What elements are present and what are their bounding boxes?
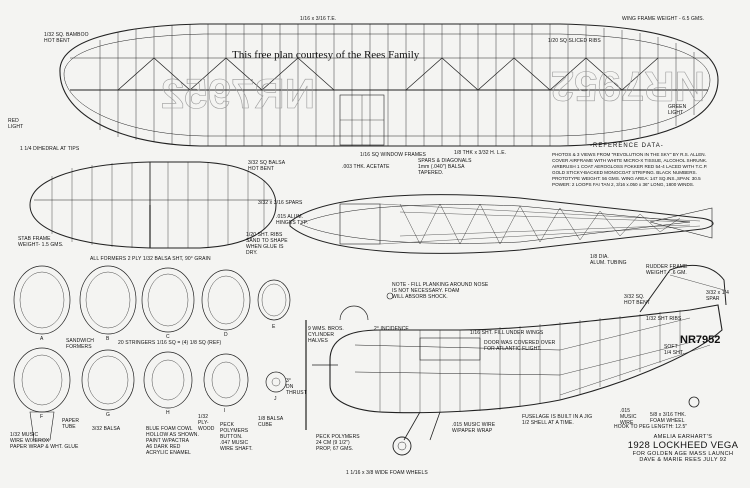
label-green-light: GREEN LIGHT — [668, 104, 687, 116]
former-letter-c: C — [166, 334, 170, 340]
label-sliced-ribs: 1/20 SQ SLICED RIBS — [548, 38, 601, 44]
label-stringers: 20 STRINGERS 1/16 SQ = (4) 1/8 SQ (REF) — [118, 340, 222, 346]
label-bamboo: 1/32 SQ. BAMBOO HOT BENT — [44, 32, 89, 44]
former-letter-e: E — [272, 324, 276, 330]
label-sht-ribs: 1/32 SHT RIBS — [646, 316, 682, 322]
label-red-light: RED LIGHT — [8, 118, 24, 130]
label-foam-wheel: 5/8 x 3/16 THK. FOAM WHEEL — [650, 412, 687, 424]
label-stab-spars: 3/32 x 3/16 SPARS — [258, 200, 303, 206]
title-line-aircraft: 1928 LOCKHEED VEGA — [627, 440, 739, 451]
label-foam-cowl: BLUE FOAM COWL HOLLOW AS SHOWN. PAINT W/… — [146, 426, 199, 456]
label-trailing-edge: 1/16 x 3/16 T.E. — [300, 16, 337, 22]
fuselage-side-view — [305, 264, 727, 456]
label-peck-button: PECK POLYMERS BUTTON. .047 MUSIC WIRE SH… — [220, 422, 253, 452]
label-planking-note: NOTE - FILL PLANKING AROUND NOSE IS NOT … — [392, 282, 489, 300]
label-music-wire-gear: .015 MUSIC WIRE W/PAPER WRAP — [452, 422, 496, 434]
label-music-wire-xerox: 1/32 MUSIC WIRE W/XEROX PAPER WRAP & WHT… — [10, 432, 79, 450]
label-dihedral: 1 1/4 DIHEDRAL AT TIPS — [20, 146, 80, 152]
label-rudder-frame: RUDDER FRAME WEIGHT - .6 GM. — [646, 264, 688, 276]
reference-data-title: -REFERENCE DATA- — [590, 143, 664, 149]
former-letter-h: H — [166, 410, 170, 416]
label-stab-frame: STAB FRAME WEIGHT- 1.5 GMS. — [18, 236, 64, 248]
label-tail-balsa: 3/32 SQ. HOT BENT — [624, 294, 650, 306]
label-music-wire-tail: .015 MUSIC WIRE — [620, 408, 637, 426]
courtesy-caption: This free plan courtesy of the Rees Fami… — [232, 49, 420, 61]
label-fuselage-jig: FUSELAGE IS BUILT IN A JIG 1/2 SHELL AT … — [522, 414, 593, 426]
label-cylinder: 9 WMS. BROS. CYLINDER HALVES — [308, 326, 344, 344]
fuselage-plan-view — [289, 194, 714, 254]
former-letter-j: J — [274, 396, 277, 402]
label-paper-tube: PAPER TUBE — [62, 418, 80, 430]
label-door: DOOR WAS COVERED OVER FOR ATLANTIC FLIGH… — [484, 340, 556, 352]
label-alum-tubing: 1/8 DIA. ALUM. TUBING — [590, 254, 627, 266]
stabilizer-plan-view — [29, 161, 277, 249]
label-peck-polymers-prop: PECK POLYMERS 24 CM (9 1/2") PROP, 67 GM… — [316, 434, 360, 452]
label-stab-balsa: 3/32 SQ BALSA HOT BENT — [248, 160, 286, 172]
former-letter-b: B — [106, 336, 110, 342]
label-balsa-cube: 1/8 BALSA CUBE — [258, 416, 284, 428]
label-leading-edge: 1/8 THK x 3/32 H. L.E. — [454, 150, 507, 156]
label-wide-foam-wheels: 1 1/16 x 3/8 WIDE FOAM WHEELS — [346, 470, 428, 476]
title-block: AMELIA EARHART'S 1928 LOCKHEED VEGA FOR … — [618, 434, 748, 463]
label-down-thrust: 3° DN THRUST — [286, 378, 307, 396]
label-hinges: .015 ALUM. HINGES TYP. — [276, 214, 309, 226]
former-letter-i: I — [224, 408, 226, 414]
label-formers: ALL FORMERS 2 PLY 1/32 BALSA SHT, 90° GR… — [90, 256, 211, 262]
wing-plan-view — [59, 23, 719, 147]
label-hook-to-peg: HOOK TO PEG LENGTH: 12.5" — [614, 424, 688, 430]
wing-registration-ghost: NR7952 — [161, 70, 315, 117]
label-soft-sht: SOFT 1/4 SHT. — [664, 344, 684, 356]
former-letter-d: D — [224, 332, 228, 338]
label-window-frames: 1/16 SQ WINDOW FRAMES — [360, 152, 426, 158]
fuselage-formers — [13, 265, 394, 441]
label-incidence: 2° INCIDENCE — [374, 326, 409, 332]
label-balsa-3-32: 3/32 BALSA — [92, 426, 121, 432]
label-ribs-sand: 1/20 SHT. RIBS SAND TO SHAPE WHEN GLUE I… — [246, 232, 288, 256]
reference-data-body: PHOTOS & 3 VIEWS FROM "REVOLUTION IN THE… — [552, 152, 708, 187]
former-letter-f: F — [40, 414, 44, 420]
label-acetate: .003 THK. ACETATE — [342, 164, 390, 170]
label-spars-diagonals: SPARS & DIAGONALS 1mm (.040") BALSA TAPE… — [418, 158, 472, 176]
former-letter-g: G — [106, 412, 110, 418]
label-wing-weight: WING FRAME WEIGHT - 6.5 GMS. — [622, 16, 705, 22]
former-letter-a: A — [40, 336, 44, 342]
label-plywood: 1/32 PLY- WOOD — [198, 414, 215, 432]
label-tail-spar: 3/32 x 1/4 SPAR — [706, 290, 729, 302]
title-line-owner: AMELIA EARHART'S — [653, 434, 713, 440]
label-fill-under-wings: 1/16 SHT. FILL UNDER WINGS — [470, 330, 544, 336]
label-sandwich-formers: SANDWICH FORMERS — [66, 338, 95, 350]
title-line-event: FOR GOLDEN AGE MASS LAUNCH — [632, 451, 734, 457]
wing-registration-ghost-right: NR7952 — [551, 63, 705, 110]
title-line-designers: DAVE & MARIE REES JULY 92 — [639, 457, 727, 463]
side-registration: NR7952 — [680, 334, 721, 346]
